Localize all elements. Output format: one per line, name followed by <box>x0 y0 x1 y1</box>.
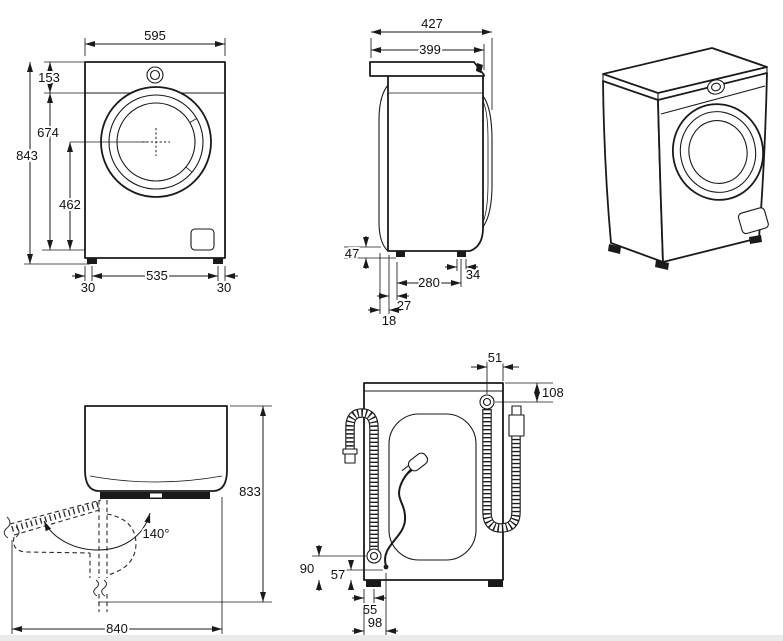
left-panel <box>602 80 664 263</box>
side-cabinet-outline <box>387 76 470 252</box>
plug-icon <box>401 452 429 476</box>
filter-door-3d-icon <box>737 207 769 235</box>
dim-hose-height: 90 <box>300 561 314 576</box>
lid-edge-detail <box>476 63 483 73</box>
footer-strip <box>0 635 783 641</box>
door-handle-slot <box>150 493 162 498</box>
door-bulge-inner <box>482 100 489 223</box>
dim-mid-height: 674 <box>37 125 59 140</box>
drain-hose-icon <box>479 394 525 533</box>
rear-cover-bulge <box>378 84 389 252</box>
side-view: 427 399 47 34 280 27 18 <box>343 14 493 330</box>
dim-rear-foot-offset: 27 <box>397 298 411 313</box>
foot-right-icon <box>213 258 223 264</box>
dim-depth-door-open: 833 <box>239 484 261 499</box>
dim-foot-inset-right: 30 <box>217 280 231 295</box>
front-dimensions: 595 153 674 843 462 535 30 30 <box>14 26 238 297</box>
rear-dimensions: 51 108 90 57 55 98 <box>298 348 566 636</box>
dim-panel-height: 153 <box>38 70 60 85</box>
dim-rear-gap: 18 <box>382 313 396 328</box>
rear-cabinet-outline <box>363 382 504 581</box>
rear-view: 51 108 90 57 55 98 <box>298 348 566 636</box>
foot-left-icon <box>87 258 97 264</box>
foot-3d-front-left <box>655 260 669 270</box>
dim-feet-span-side: 280 <box>418 275 440 290</box>
door-bulge-outer <box>482 95 493 228</box>
dim-cord-offset: 98 <box>368 615 382 630</box>
rear-recess-panel <box>388 413 477 561</box>
dim-foot-width: 34 <box>466 267 480 282</box>
door-3d-icon <box>671 103 765 201</box>
dim-feet-span: 535 <box>146 268 168 283</box>
dim-door-center-height: 462 <box>59 197 81 212</box>
dim-front-width: 595 <box>144 28 166 43</box>
dim-hose-offset: 55 <box>363 602 377 617</box>
lid-lip <box>602 67 768 101</box>
door-open-140-dashed <box>3 499 104 578</box>
top-dimensions: 833 840 <box>11 405 272 638</box>
foot-3d-back <box>608 244 621 254</box>
front-view: 595 153 674 843 462 535 30 30 <box>14 26 238 297</box>
top-lid-outline <box>369 61 485 77</box>
foot-3d-front-right <box>749 235 762 244</box>
door-open-90-dashed <box>93 500 137 612</box>
dim-door-angle: 140° <box>143 526 170 541</box>
dim-drain-drop: 108 <box>542 385 564 400</box>
foot-front-icon <box>457 251 466 257</box>
dim-total-height: 843 <box>16 148 38 163</box>
power-cord-icon <box>383 452 429 570</box>
dim-total-depth: 427 <box>421 16 443 31</box>
program-knob-icon <box>146 66 164 84</box>
top-cabinet-outline <box>84 405 228 492</box>
side-dimensions: 427 399 47 34 280 27 18 <box>343 14 493 330</box>
top-open-view: 140° 833 840 <box>3 405 272 638</box>
foot-rear-icon <box>396 251 405 257</box>
inlet-hose-icon <box>342 408 382 564</box>
rear-foot-right <box>488 580 503 587</box>
dim-cord-height: 57 <box>331 567 345 582</box>
dim-base-recess: 47 <box>345 246 359 261</box>
panel-seam-3d <box>660 85 766 115</box>
dim-drain-offset: 51 <box>488 350 502 365</box>
door-swing-arc: 140° <box>43 512 171 551</box>
dim-foot-inset-left: 30 <box>81 280 95 295</box>
perspective-view <box>602 47 769 270</box>
filter-door-icon <box>190 228 215 251</box>
dim-width-door-open: 840 <box>106 621 128 636</box>
door-center-crosshair-icon <box>70 128 170 156</box>
knob-3d-icon <box>707 79 725 95</box>
rear-foot-left <box>366 580 381 587</box>
front-edge-outline <box>469 76 484 252</box>
dim-top-depth: 399 <box>419 42 441 57</box>
top-front-curve <box>89 475 223 483</box>
